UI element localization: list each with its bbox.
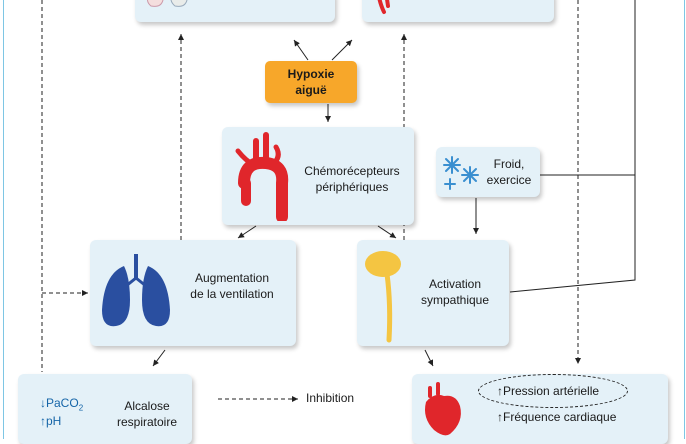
- chemoreceptors-box: Chémorécepteurs périphériques: [222, 127, 414, 225]
- paco2-label: ↓PaCO2: [40, 396, 84, 413]
- top-left-box: [135, 0, 335, 22]
- alkalosis-line2: respiratoire: [116, 415, 178, 429]
- sympathetic-box: Activation sympathique: [357, 240, 509, 346]
- snowflake-icon: [443, 156, 479, 190]
- alkalosis-box: ↓PaCO2 ↑pH Alcalose respiratoire: [18, 374, 192, 444]
- froid-line1: Froid,: [493, 157, 525, 171]
- up-arrow-icon: ↑: [40, 414, 46, 428]
- chemo-line1: Chémorécepteurs: [304, 164, 400, 178]
- alkalosis-line1: Alcalose: [124, 399, 170, 413]
- pression-label: ↑Pression artérielle: [497, 384, 600, 398]
- ventilation-line2: de la ventilation: [190, 287, 274, 301]
- ventilation-box: Augmentation de la ventilation: [90, 240, 296, 346]
- hypoxie-line2: aiguë: [295, 83, 327, 97]
- heart-icon: [425, 382, 461, 436]
- froid-line2: exercice: [486, 173, 532, 187]
- up-arrow-icon: ↑: [497, 410, 503, 424]
- lungs-icon: [102, 254, 170, 327]
- vessel-detail-icon: [377, 0, 390, 14]
- froid-box: Froid, exercice: [436, 147, 540, 197]
- down-arrow-icon: ↓: [40, 396, 46, 410]
- ph-label: ↑pH: [40, 414, 62, 428]
- pression-highlight-oval: [478, 374, 628, 408]
- ventilation-line1: Augmentation: [194, 271, 270, 285]
- sympathetic-line1: Activation: [428, 277, 482, 291]
- inhibition-label: Inhibition: [306, 391, 355, 405]
- diagram-frame: [3, 0, 685, 439]
- connector-lines: [41, 0, 636, 402]
- lungs-detail-icon: [146, 0, 188, 7]
- up-arrow-icon: ↑: [497, 384, 503, 398]
- nervous-system-icon: [365, 251, 401, 343]
- chemo-line2: périphériques: [315, 180, 389, 194]
- top-right-box: [362, 0, 554, 22]
- sympathetic-line2: sympathique: [420, 293, 490, 307]
- aortic-arch-icon: [235, 132, 289, 221]
- hypoxie-line1: Hypoxie: [287, 67, 335, 81]
- frequence-label: ↑Fréquence cardiaque: [497, 410, 617, 424]
- hypoxie-box: Hypoxie aiguë: [265, 61, 357, 103]
